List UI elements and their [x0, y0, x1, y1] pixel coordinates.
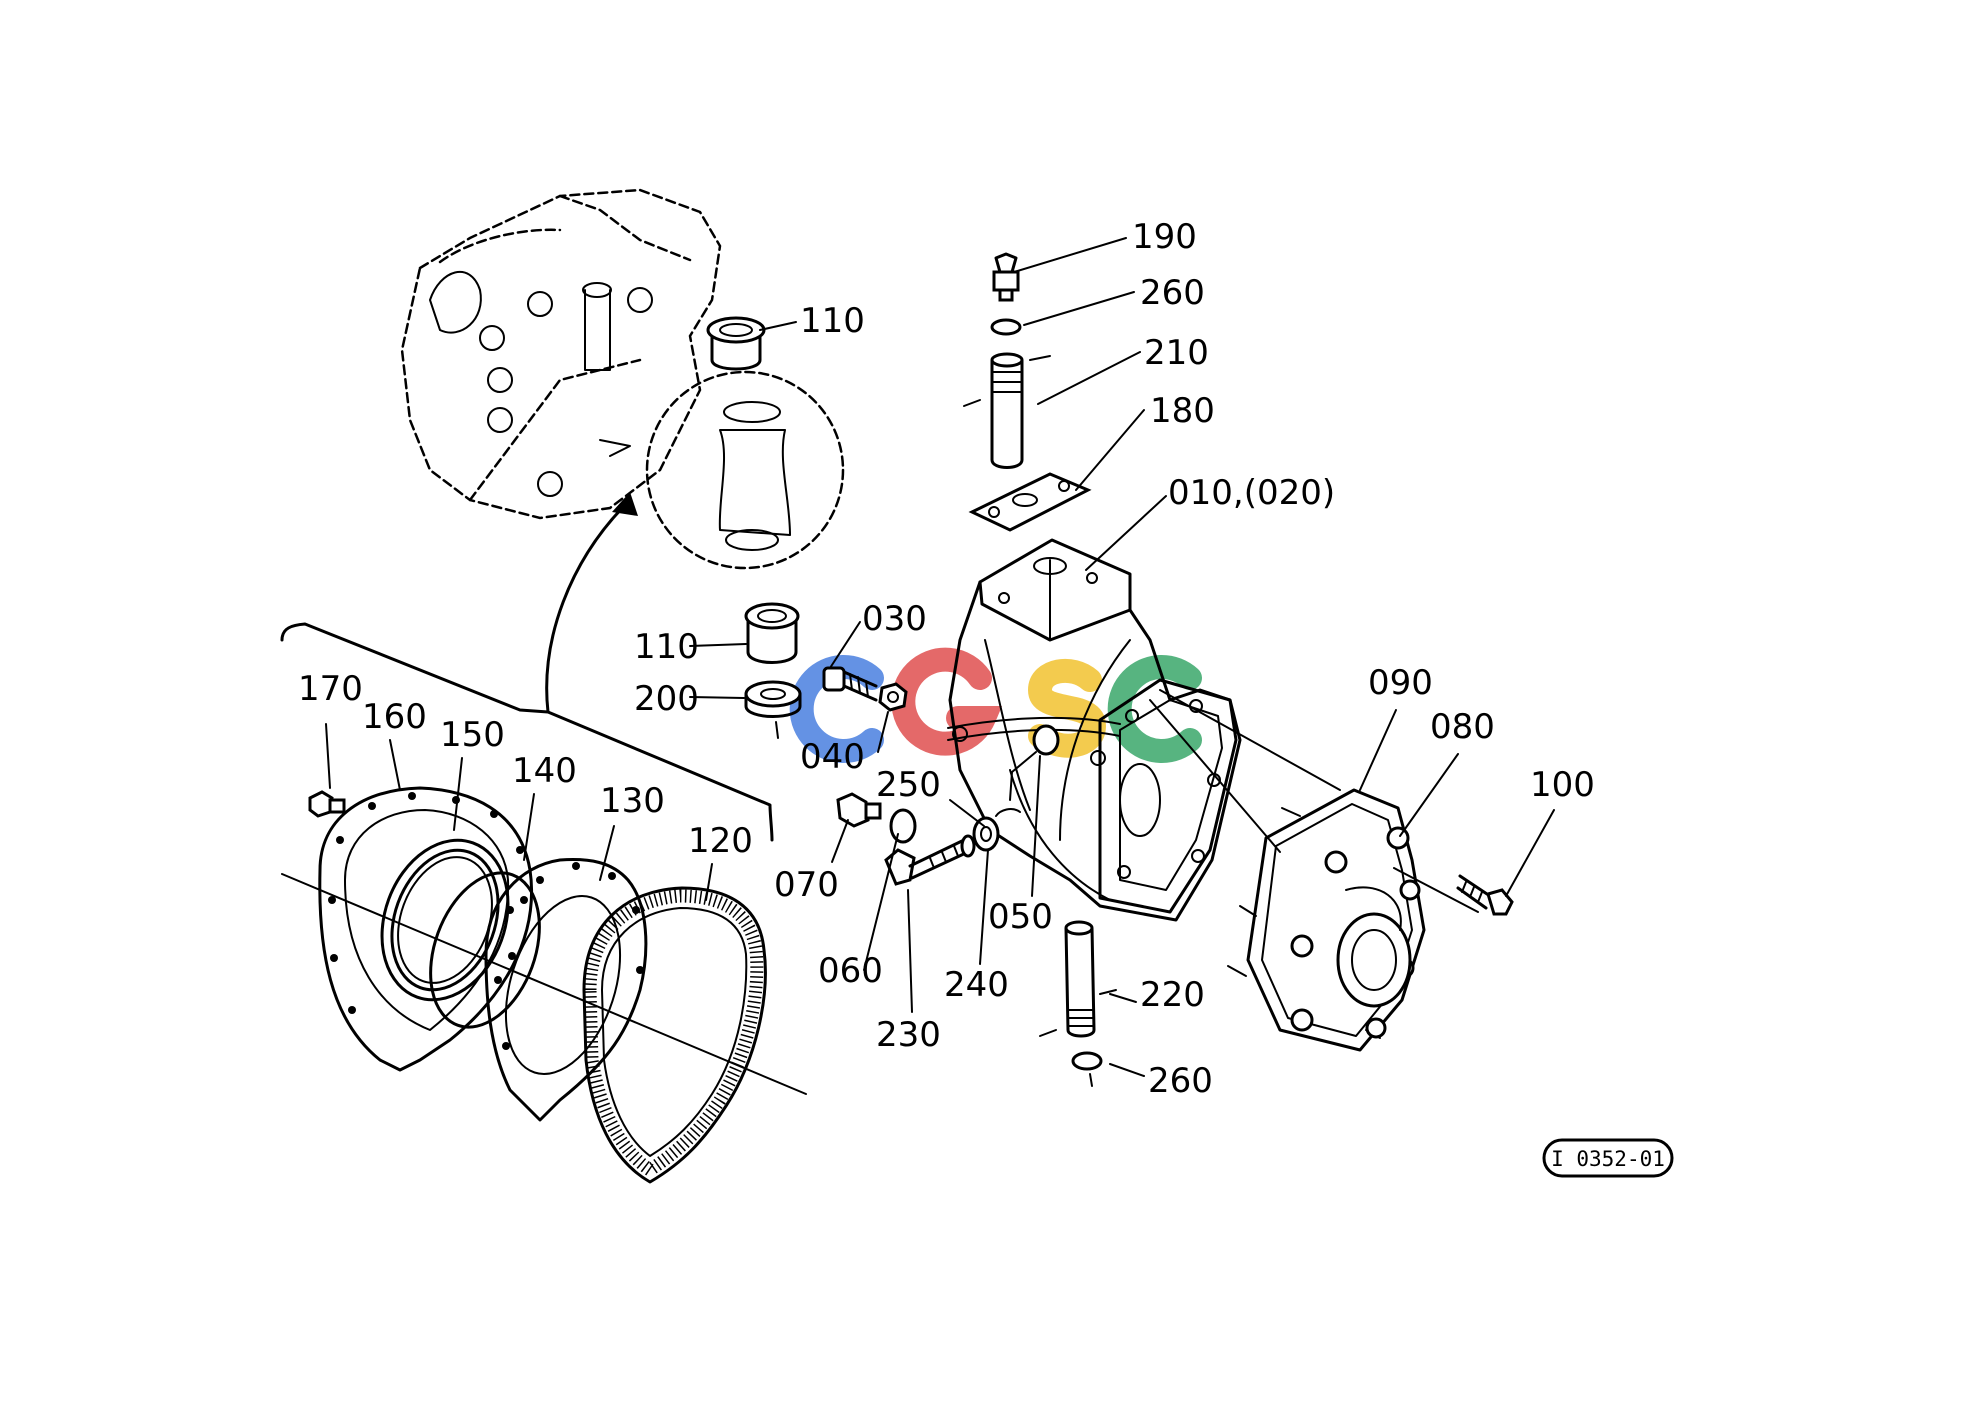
bolt-100	[1456, 874, 1514, 916]
watermark-letter-g	[891, 647, 1003, 756]
part-label-090: 090	[1368, 663, 1433, 703]
part-label-060: 060	[818, 951, 883, 991]
bushing-upper-110	[706, 316, 766, 371]
nut-040	[878, 682, 908, 712]
part-label-010-020: 010,(020)	[1168, 473, 1335, 513]
ring-140	[429, 871, 541, 1029]
bolt-030	[822, 666, 878, 702]
watermark-letter-c1	[789, 655, 884, 763]
part-label-210: 210	[1144, 333, 1209, 373]
part-label-180: 180	[1150, 391, 1215, 431]
bolt-230	[884, 834, 976, 886]
part-label-170: 170	[298, 669, 363, 709]
part-label-220: 220	[1140, 975, 1205, 1015]
group-bracket	[280, 622, 774, 842]
pin-220	[1039, 920, 1117, 1038]
plug-070	[836, 792, 882, 828]
part-label-250: 250	[876, 765, 941, 805]
part-label-070: 070	[774, 865, 839, 905]
part-label-260-bottom: 260	[1148, 1061, 1213, 1101]
pin-210	[963, 352, 1051, 469]
washer-260-bottom	[1071, 1051, 1103, 1087]
plate-180	[968, 472, 1092, 532]
bolt-170	[308, 790, 346, 818]
part-labels: 190 260 210 180 010,(020) 110 110 200 03…	[298, 217, 1595, 1101]
part-label-140: 140	[512, 751, 577, 791]
cover-090	[1246, 788, 1426, 1052]
part-label-080: 080	[1430, 707, 1495, 747]
center-axis-line	[281, 873, 807, 1095]
reference-code-text: I 0352-01	[1551, 1147, 1665, 1171]
part-label-200: 200	[634, 679, 699, 719]
plate-160	[318, 786, 533, 1072]
part-label-040: 040	[800, 737, 865, 777]
seal-200	[744, 680, 802, 739]
gasket-120	[582, 886, 767, 1184]
part-label-110-upper: 110	[800, 301, 865, 341]
watermark-letter-c2	[1107, 655, 1202, 763]
part-label-190: 190	[1132, 217, 1197, 257]
part-label-230: 230	[876, 1015, 941, 1055]
magnified-detail-circle	[645, 370, 845, 570]
reference-code-tag: I 0352-01	[1542, 1138, 1674, 1178]
part-label-260-top: 260	[1140, 273, 1205, 313]
part-label-100: 100	[1530, 765, 1595, 805]
seal-ring-150	[380, 838, 510, 1002]
gasket-130	[484, 858, 648, 1122]
grease-nipple-190	[992, 252, 1020, 302]
pointer-arrow	[545, 492, 638, 714]
leader-lines	[325, 237, 1555, 1077]
part-label-050: 050	[988, 897, 1053, 937]
housing-assembly-ghost	[400, 188, 845, 570]
washer-250	[889, 808, 917, 844]
part-label-120: 120	[688, 821, 753, 861]
part-label-240: 240	[944, 965, 1009, 1005]
part-label-030: 030	[862, 599, 927, 639]
bushing-lower-110	[744, 602, 800, 664]
part-label-150: 150	[440, 715, 505, 755]
part-label-130: 130	[600, 781, 665, 821]
fitting-050	[1009, 724, 1060, 801]
part-label-160: 160	[362, 697, 427, 737]
nut-240	[972, 816, 1000, 852]
part-label-110-lower: 110	[634, 627, 699, 667]
washer-260-top	[990, 318, 1022, 336]
main-housing-010	[947, 538, 1242, 922]
